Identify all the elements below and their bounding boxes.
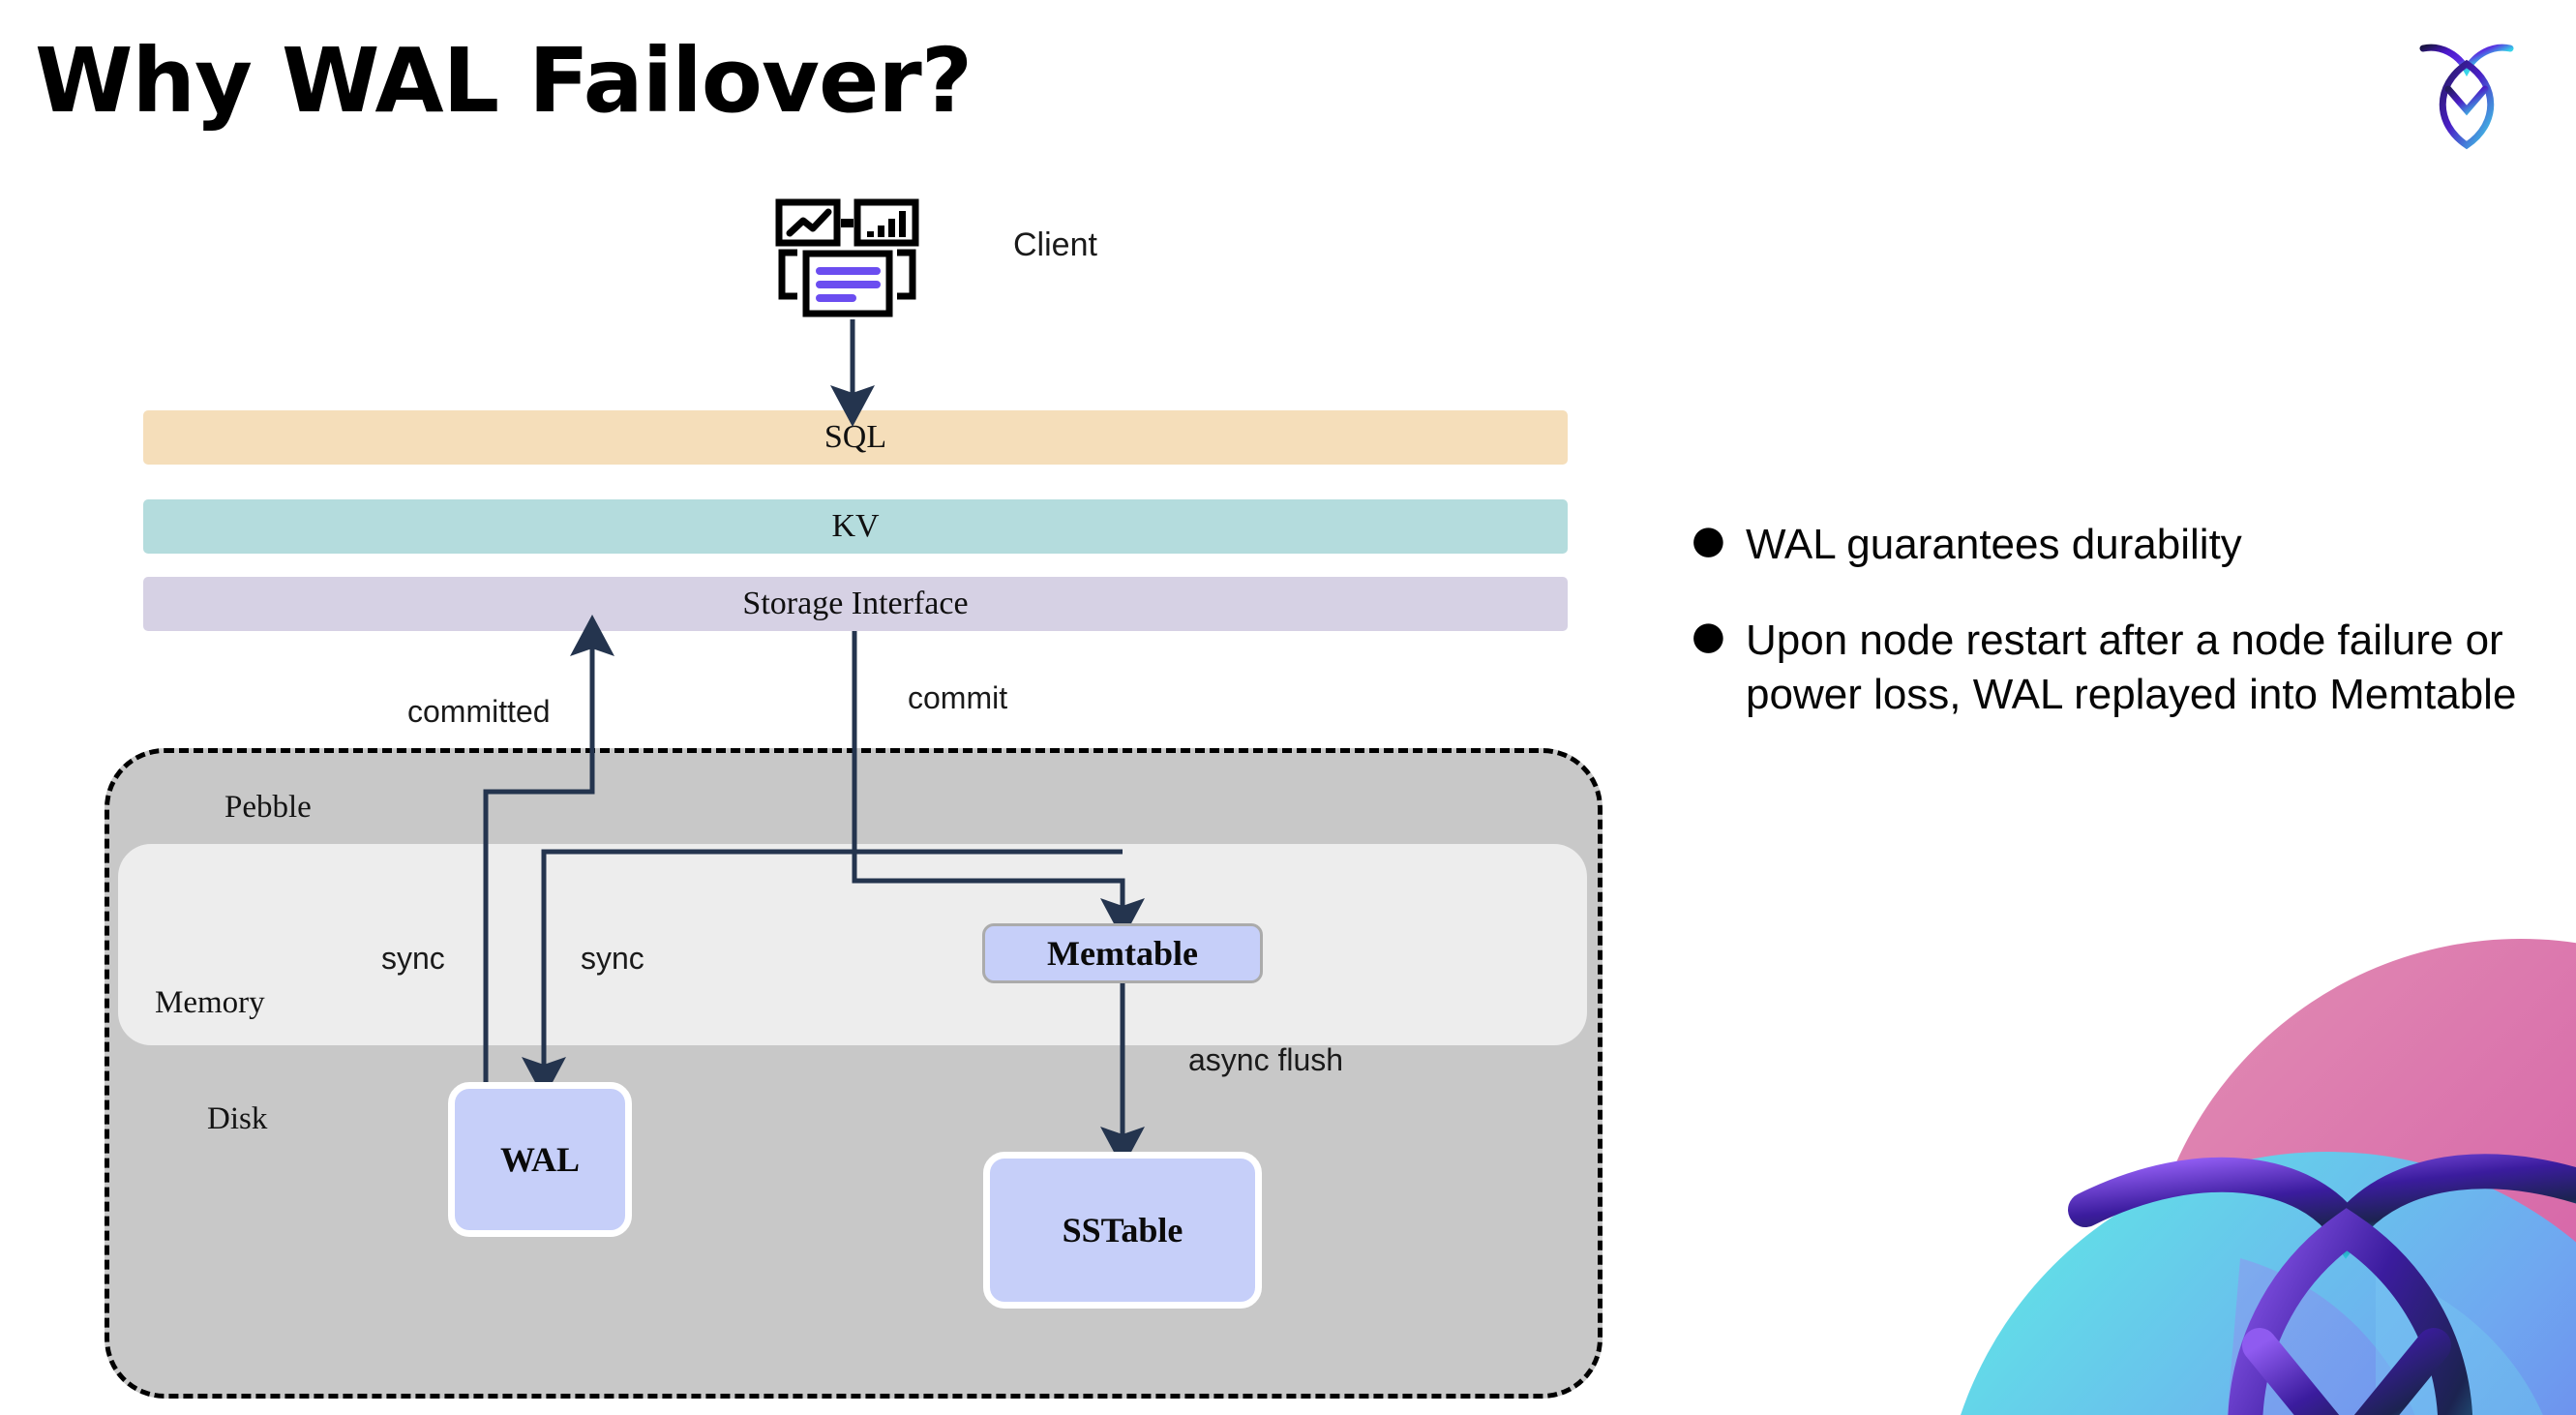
bullet-marker-icon: ● [1692, 518, 1725, 562]
node-label-wal: WAL [499, 1140, 581, 1179]
layer-bar-storage-interface: Storage Interface [143, 577, 1568, 631]
memory-label: Memory [155, 985, 265, 1020]
layer-label-storage-interface: Storage Interface [742, 586, 969, 621]
client-dashboard-icon [775, 198, 919, 317]
node-wal: WAL [448, 1082, 632, 1237]
bullet-text: WAL guarantees durability [1746, 521, 2242, 568]
edge-label-committed: committed [407, 694, 551, 729]
pebble-label: Pebble [225, 790, 312, 825]
node-label-memtable: Memtable [1047, 934, 1198, 973]
layer-label-sql: SQL [824, 419, 887, 455]
bullet-text: Upon node restart after a node failure o… [1746, 617, 2517, 718]
layer-bar-kv: KV [143, 499, 1568, 554]
node-label-sstable: SSTable [1062, 1211, 1183, 1249]
layer-bar-sql: SQL [143, 410, 1568, 465]
list-item: ● Upon node restart after a node failure… [1692, 614, 2524, 721]
bullet-marker-icon: ● [1692, 614, 1725, 659]
decorative-brand-artwork [1961, 939, 2576, 1415]
client-label: Client [1013, 226, 1097, 263]
edge-label-commit: commit [908, 680, 1008, 715]
cockroachdb-logo-icon [2419, 44, 2514, 150]
bullet-list: ● WAL guarantees durability ● Upon node … [1692, 518, 2524, 764]
disk-label: Disk [207, 1101, 268, 1136]
edge-label-sync-left: sync [381, 941, 445, 976]
memory-region [118, 844, 1587, 1045]
page-title: Why WAL Failover? [35, 29, 973, 133]
layer-label-kv: KV [831, 508, 880, 544]
list-item: ● WAL guarantees durability [1692, 518, 2524, 571]
edge-label-async-flush: async flush [1188, 1042, 1344, 1077]
edge-label-sync-right: sync [581, 941, 644, 976]
architecture-diagram: Client SQL KV Storage Interface Pebble M… [105, 198, 1603, 1399]
node-memtable: Memtable [982, 923, 1263, 983]
node-sstable: SSTable [983, 1152, 1262, 1309]
